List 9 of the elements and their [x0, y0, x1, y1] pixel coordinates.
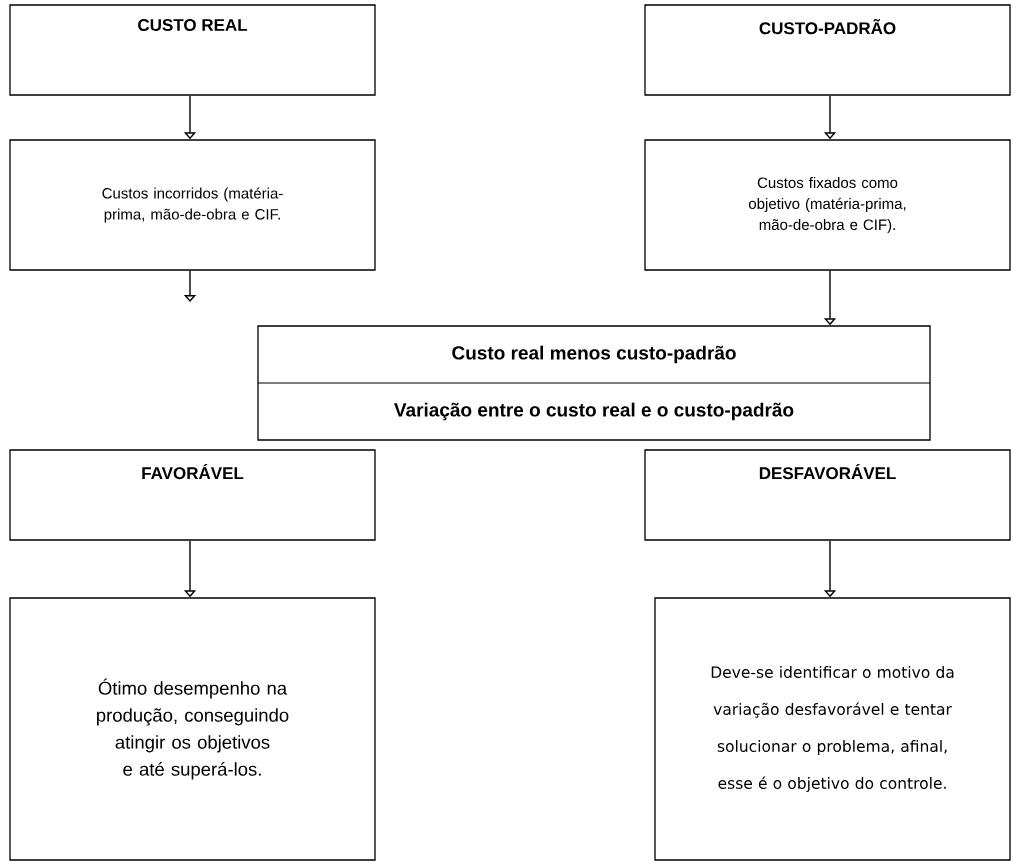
text-box: Custos incorridos (matéria-prima, mão-de-obra e CIF.	[9, 139, 376, 271]
text-box: Custos fixados como objetivo (matéria-prima, mão-de-obra e CIF).	[644, 139, 1011, 271]
title-box: CUSTO REAL	[9, 4, 376, 96]
text-box: Ótimo desempenho na produção, conseguindo atingir os objetivos e até superá-los.	[9, 597, 376, 861]
text-box: Deve-se identificar o motivo da variação desfavorável e tentar solucionar o problema, afinal, esse é o objetivo do controle.	[654, 597, 1011, 861]
title-box: CUSTO-PADRÃO	[644, 4, 1011, 96]
title-box: FAVORÁVEL	[9, 449, 376, 541]
result-box: Custo real menos custo-padrão Variação entre o custo real e o custo-padrão	[257, 325, 931, 441]
title-box: DESFAVORÁVEL	[644, 449, 1011, 541]
